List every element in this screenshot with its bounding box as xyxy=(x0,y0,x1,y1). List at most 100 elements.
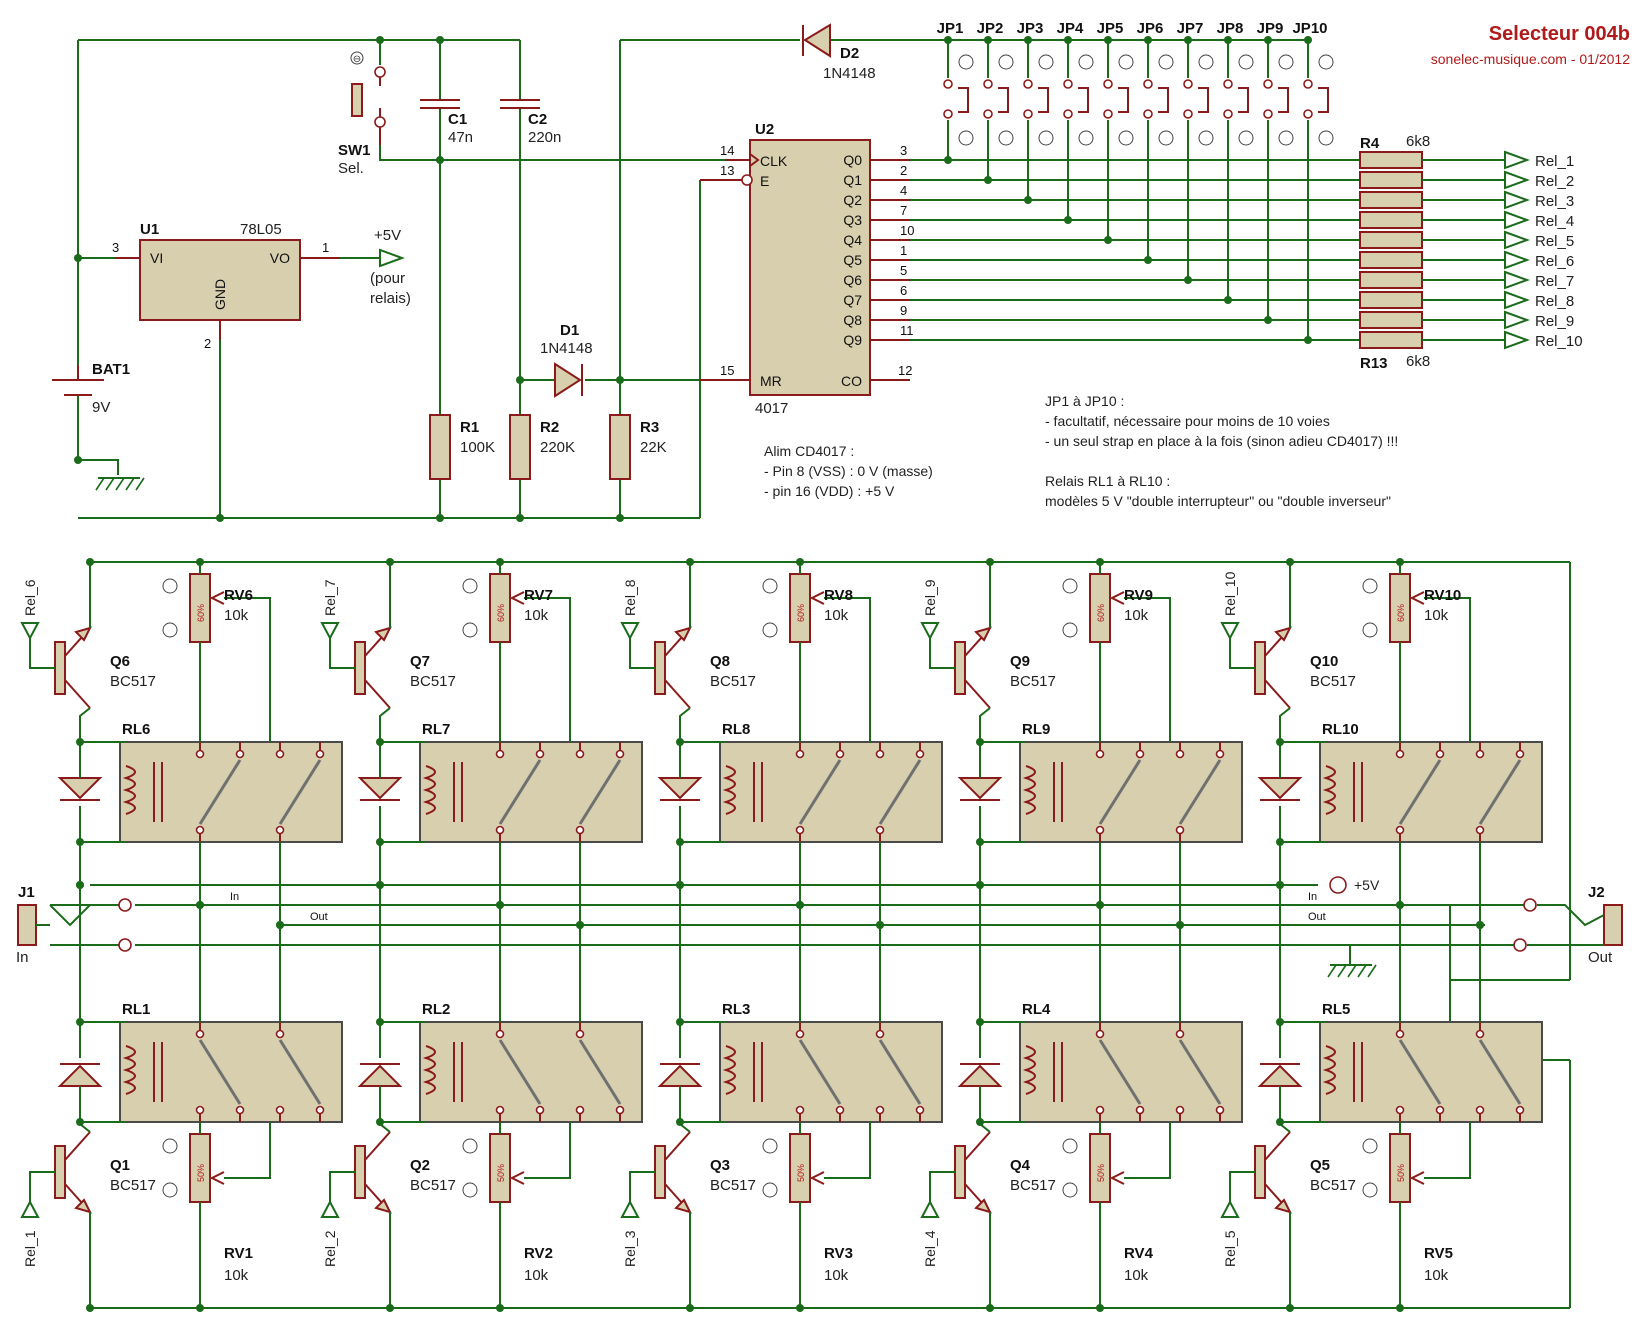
potentiometer-arrow-icon xyxy=(462,622,478,638)
jumper-arrow-icon xyxy=(1158,54,1174,70)
diode-icon xyxy=(802,23,831,58)
relay-contact xyxy=(1435,1105,1445,1115)
transistor-wire xyxy=(29,1171,55,1202)
sw1-arrow-icon: ⊖ xyxy=(350,51,364,65)
jumper-arrow-icon xyxy=(958,54,974,70)
relay-contact xyxy=(1475,1029,1485,1039)
transistor-wire xyxy=(379,707,391,742)
r2-ref: R2 xyxy=(540,419,559,436)
relay-contact xyxy=(575,749,585,759)
relay-contact xyxy=(795,825,805,835)
relay-contact xyxy=(195,749,205,759)
jumper-label: JP3 xyxy=(1017,20,1044,37)
jack-icon xyxy=(17,904,37,946)
relay-ref: RL10 xyxy=(1322,721,1359,738)
rel-tag-icon xyxy=(1504,310,1530,330)
jumper-arrow-icon xyxy=(1118,130,1134,146)
jumper-arrow-icon xyxy=(1238,54,1254,70)
potentiometer-arrow-icon xyxy=(162,578,178,594)
bus-out-label: Out xyxy=(310,911,328,923)
potentiometer-position: 60% xyxy=(1096,604,1106,622)
relay-ref: RL2 xyxy=(422,1001,450,1018)
relay-body xyxy=(719,1021,943,1123)
transistor-ref: Q3 xyxy=(710,1157,730,1174)
transistor-arrow-icon xyxy=(674,626,692,642)
junction-dot xyxy=(276,921,284,929)
r13-ref: R13 xyxy=(1360,355,1388,372)
u2-pin-clk: CLK xyxy=(760,153,788,169)
relay-ref: RL4 xyxy=(1022,1001,1051,1018)
note-line: - un seul strap en place à la fois (sino… xyxy=(1045,433,1398,449)
rel-tag-icon xyxy=(1504,270,1530,290)
relay-contact xyxy=(275,825,285,835)
relay-contact xyxy=(1435,749,1445,759)
relay-ref: RL7 xyxy=(422,721,450,738)
diode-icon xyxy=(957,777,1003,800)
rel-input-tag-icon xyxy=(1220,622,1240,641)
relay-switch-icon xyxy=(1178,1039,1222,1105)
output-resistor xyxy=(1359,311,1423,329)
rel-input-label: Rel_10 xyxy=(1222,571,1238,616)
relay-body xyxy=(119,1021,343,1123)
relay-ref: RL9 xyxy=(1022,721,1050,738)
jumper-contact xyxy=(983,79,993,89)
jumper-arrow-icon xyxy=(1238,130,1254,146)
relay-pin xyxy=(279,1022,321,1122)
alim-note-line: - Pin 8 (VSS) : 0 V (masse) xyxy=(764,463,933,479)
potentiometer-arrow-icon xyxy=(162,1182,178,1198)
transistor-ref: Q7 xyxy=(410,653,430,670)
junction-dot xyxy=(196,1304,204,1312)
relay-switch-icon xyxy=(798,1039,842,1105)
transistor-body xyxy=(1254,1145,1266,1199)
jumper-label: JP10 xyxy=(1292,20,1327,37)
u2-counter: U2 4017 CLK E MR 14 13 15 CO 12 Q03Q12Q2… xyxy=(700,121,914,417)
u2-output-name: Q6 xyxy=(843,272,862,288)
jumper-contact xyxy=(1063,109,1073,119)
jumper-arrow-icon xyxy=(1278,130,1294,146)
relay-contact xyxy=(315,1105,325,1115)
junction-dot xyxy=(86,558,94,566)
relay-body xyxy=(1319,741,1543,843)
potentiometer-position: 50% xyxy=(496,1164,506,1182)
u2-output-num: 9 xyxy=(900,303,907,318)
u2-output-num: 5 xyxy=(900,263,907,278)
relay-switch-icon xyxy=(878,1039,922,1105)
rel-tag-icon xyxy=(1504,190,1530,210)
relay-channels-bottom: RL1Rel_1Q1BC51750%RV110kRL2Rel_2Q2BC5175… xyxy=(20,881,1543,1312)
relay-contact xyxy=(795,1105,805,1115)
junction-dot xyxy=(1286,558,1294,566)
relay-switch-icon xyxy=(498,1039,542,1105)
relay-coil-icon xyxy=(422,765,436,815)
potentiometer-position: 60% xyxy=(1396,604,1406,622)
relay-wire xyxy=(1280,741,1326,843)
relay-contact xyxy=(1395,1105,1405,1115)
relay-contact xyxy=(275,749,285,759)
relay-contact xyxy=(1095,1105,1105,1115)
potentiometer-ref: RV6 xyxy=(224,587,253,604)
relay-contact xyxy=(875,825,885,835)
rel-input-tag-icon xyxy=(920,622,940,641)
junction-dot xyxy=(1184,36,1192,44)
transistor-body xyxy=(1254,641,1266,695)
u2-output-num: 10 xyxy=(900,223,914,238)
transistor-leads-icon xyxy=(664,627,691,709)
u1-pin-num-vo: 1 xyxy=(322,240,329,255)
potentiometer-value: 10k xyxy=(1424,1267,1449,1284)
relay-coil-icon xyxy=(422,1045,436,1095)
c2-ref: C2 xyxy=(528,111,547,128)
potentiometer-value: 10k xyxy=(1124,607,1149,624)
relay-contact xyxy=(1175,825,1185,835)
potentiometer-value: 10k xyxy=(224,607,249,624)
jumper-arrow-icon xyxy=(1078,130,1094,146)
r4-ref: R4 xyxy=(1360,135,1380,152)
transistor-arrow-icon xyxy=(1274,626,1292,642)
relay-switch-icon xyxy=(278,759,322,825)
capacitor-icon xyxy=(420,99,460,109)
jumper-label: JP4 xyxy=(1057,20,1084,37)
potentiometer-value: 10k xyxy=(224,1267,249,1284)
relay-contact xyxy=(1095,825,1105,835)
junction-dot xyxy=(496,901,504,909)
junction-dot xyxy=(386,1304,394,1312)
u1-part: 78L05 xyxy=(240,221,282,238)
junction-dot xyxy=(1024,36,1032,44)
